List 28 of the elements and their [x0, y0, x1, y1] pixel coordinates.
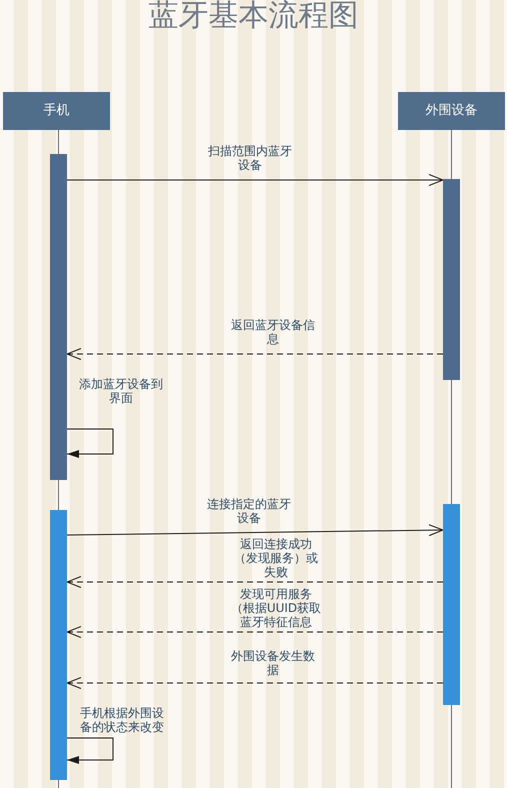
activation-bar [50, 154, 67, 480]
self-loop-arrow [66, 738, 114, 764]
message-label: 手机根据外围设备的状态来改变 [79, 706, 165, 734]
arrow [66, 174, 444, 186]
participant-box [398, 92, 505, 130]
lifeline [451, 380, 452, 504]
message-label: 添加蓝牙设备到界面 [78, 377, 164, 405]
lifeline [58, 130, 59, 154]
dashed-arrow [66, 626, 444, 638]
dashed-arrow [66, 348, 444, 360]
participant-name: 手机 [44, 103, 70, 119]
activation-bar [50, 510, 67, 780]
message-label: 连接指定的蓝牙设备 [206, 497, 292, 525]
message-label: 返回蓝牙设备信息 [230, 318, 316, 346]
activation-bar [443, 504, 460, 705]
message-label: 返回连接成功（发现服务）或失败 [233, 537, 319, 579]
message-label: 外围设备发生数据 [230, 649, 316, 677]
arrow [66, 524, 444, 536]
lifeline [451, 130, 452, 180]
activation-bar [443, 179, 460, 380]
message-label: 发现可用服务（根据UUID获取蓝牙特征信息 [230, 587, 322, 629]
dashed-arrow [66, 677, 444, 689]
participant-box [3, 92, 110, 130]
dashed-arrow [66, 576, 444, 588]
message-label: 扫描范围内蓝牙设备 [207, 144, 293, 172]
self-loop-arrow [66, 428, 114, 458]
lifeline [58, 480, 59, 510]
participant-name: 外围设备 [426, 103, 478, 119]
